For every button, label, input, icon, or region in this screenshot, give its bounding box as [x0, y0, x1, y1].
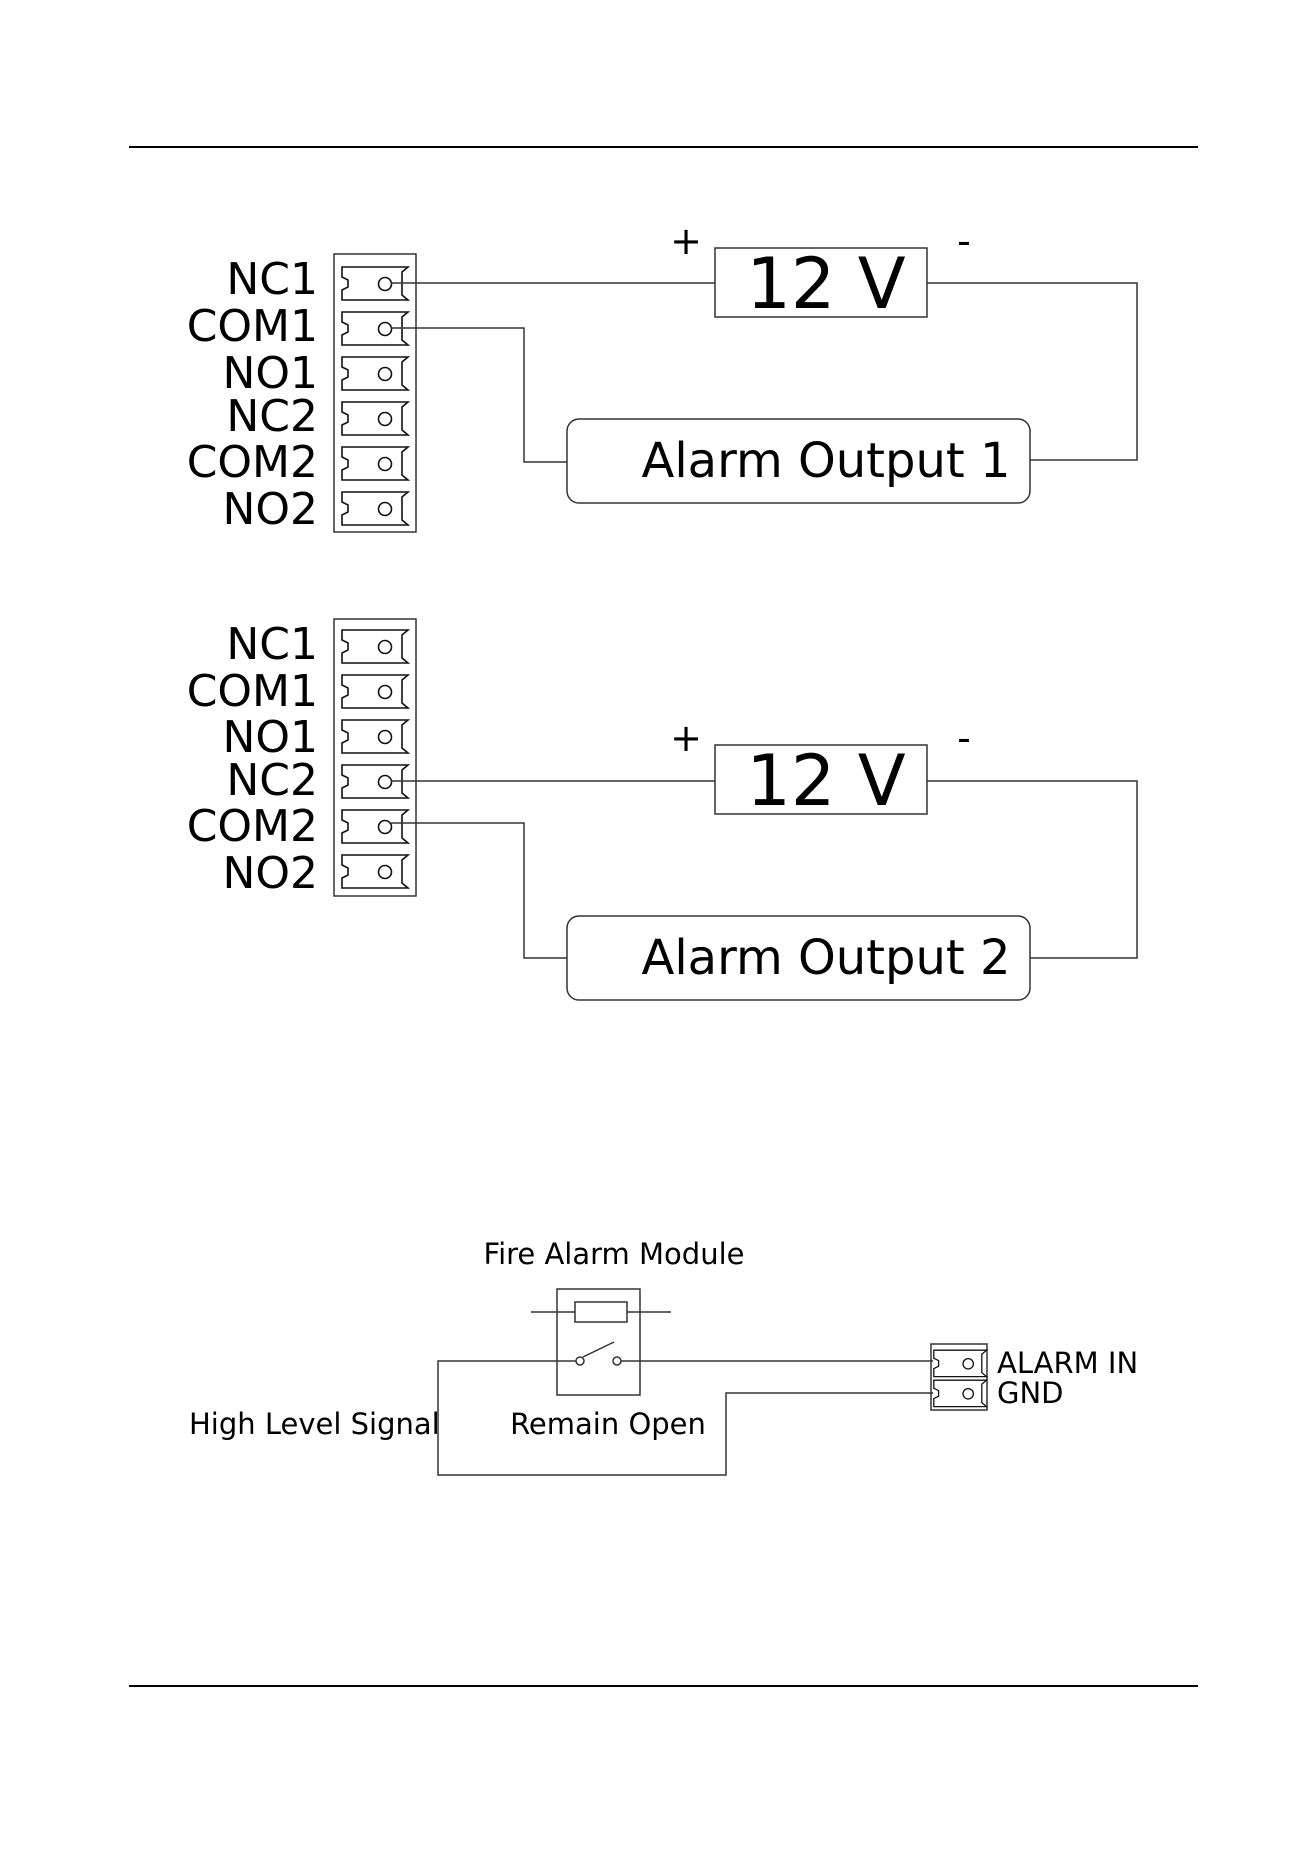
pin-label-no2: NO2 — [222, 484, 318, 535]
pin-label-nc2: NC2 — [226, 391, 318, 442]
power-supply-label: 12 V — [746, 243, 905, 325]
resistor-icon — [575, 1302, 627, 1322]
terminal-cells-3 — [934, 1350, 987, 1406]
pin-label-com1: COM1 — [187, 666, 318, 717]
high-level-signal-label: High Level Signal — [189, 1407, 440, 1441]
terminal-label-alarm-in: ALARM IN — [997, 1346, 1138, 1380]
wire-com2-to-output — [391, 823, 567, 958]
remain-open-label: Remain Open — [510, 1407, 706, 1441]
pin-label-nc1: NC1 — [226, 254, 318, 305]
terminal-cells-1 — [342, 267, 408, 525]
pin-label-nc1: NC1 — [226, 619, 318, 670]
alarm-output-label: Alarm Output 1 — [641, 433, 1010, 489]
alarm-output-label: Alarm Output 2 — [641, 930, 1010, 986]
alarm-output-2-diagram: NC1 COM1 NO1 NC2 COM2 NO2 12 V + - Alarm… — [187, 619, 1137, 1000]
fire-alarm-module-diagram: Fire Alarm Module ALARM IN GND High Leve… — [189, 1237, 1138, 1475]
pin-label-nc2: NC2 — [226, 755, 318, 806]
wire-com1-to-output — [391, 328, 567, 462]
terminal-label-gnd: GND — [997, 1376, 1064, 1410]
alarm-output-1-diagram: NC1 COM1 NO1 NC2 COM2 NO2 12 V + - Alarm… — [187, 219, 1137, 535]
power-supply-label: 12 V — [746, 740, 905, 822]
positive-sign: + — [670, 219, 702, 263]
negative-sign: - — [957, 716, 971, 760]
module-title: Fire Alarm Module — [484, 1237, 745, 1271]
pin-label-com2: COM2 — [187, 437, 318, 488]
negative-sign: - — [957, 219, 971, 263]
terminal-cells-2 — [342, 630, 408, 888]
pin-label-com2: COM2 — [187, 801, 318, 852]
pin-label-no2: NO2 — [222, 848, 318, 899]
switch-open-icon — [576, 1342, 621, 1365]
pin-label-com1: COM1 — [187, 301, 318, 352]
positive-sign: + — [670, 716, 702, 760]
